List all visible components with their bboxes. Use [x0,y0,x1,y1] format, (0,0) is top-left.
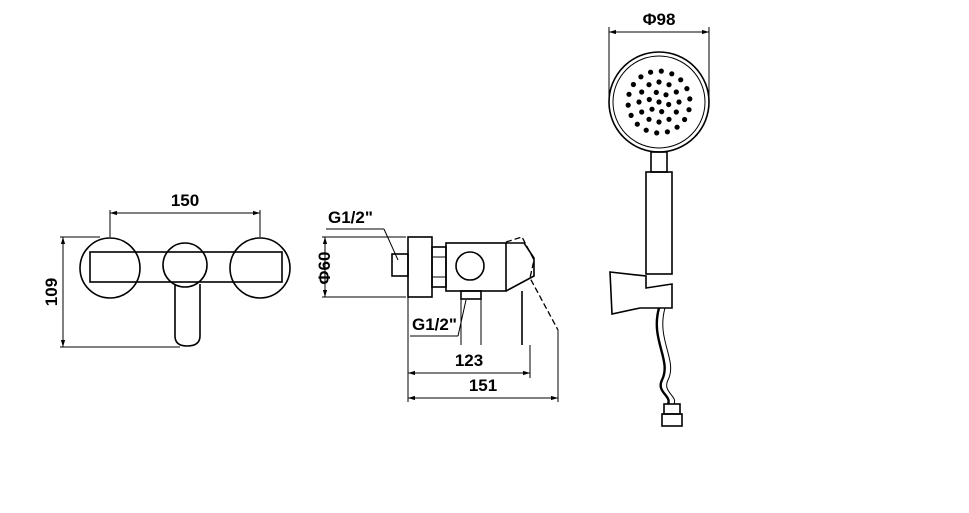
nozzle-dot [654,130,660,136]
nozzle-dot [682,116,688,123]
nozzle-dot [669,71,675,77]
shower-nozzles [625,68,693,136]
nozzle-dot [686,107,692,113]
nozzle-dot [673,89,679,95]
mixer-body [89,251,283,283]
label-outlet-thread: G1/2" [412,315,457,334]
dim-depth-151: 151 [469,376,497,395]
label-inlet-thread: G1/2" [328,208,373,227]
nozzle-dot [638,74,644,80]
nozzle-dot [658,68,664,74]
nozzle-dot [653,89,659,95]
nozzle-dot [664,129,671,135]
side-body [445,242,507,292]
wall-holder [609,271,673,315]
nozzle-dot [656,119,662,125]
side-cartridge [455,251,485,281]
nozzle-dot [626,91,632,97]
nozzle-dot [687,96,693,102]
handle-lever [174,284,201,347]
dim-front-width: 150 [171,191,199,210]
nozzle-dot [676,99,682,105]
nozzle-dot [625,102,631,108]
nozzle-dot [646,116,652,122]
connection-nut [431,246,447,288]
nozzle-dot [646,96,652,103]
shower-hose [655,307,670,405]
outlet-nut [460,290,482,300]
nozzle-dot [673,109,679,115]
nozzle-dot [666,101,672,108]
hose-nut [663,403,681,415]
nozzle-dot [666,116,672,122]
side-lever [505,242,535,292]
nozzle-dot [636,99,642,105]
right-escutcheon [229,237,291,299]
nozzle-dot [643,127,649,133]
nozzle-dot [639,109,645,115]
nozzle-dot [684,86,690,92]
nozzle-dot [674,124,680,130]
wall-plate [407,236,433,298]
hose-connector [661,413,683,427]
shower-handle [645,171,673,275]
lever-alt-position [505,236,559,331]
dim-depth-123: 123 [455,351,483,370]
nozzle-dot [666,82,672,88]
nozzle-dot [630,81,637,88]
nozzle-dot [646,82,652,88]
nozzle-dot [656,79,662,85]
head-neck [650,151,668,173]
nozzle-dot [663,92,669,98]
nozzle-dot [649,106,655,112]
dim-front-height: 109 [42,278,61,306]
dim-handshower-diameter: Φ98 [643,10,676,29]
nozzle-dot [648,69,654,75]
hand-shower: Φ98 [608,10,710,427]
nozzle-dot [656,99,662,105]
inlet-nipple [391,253,409,277]
nozzle-dot [659,109,665,115]
front-view: 150 109 [42,191,291,348]
side-view: G1/2" Φ60 G1/2" 123 151 [315,208,559,402]
nozzle-dot [639,89,645,95]
nozzle-dot [678,77,684,83]
handle-knob [162,242,208,288]
nozzle-dot [634,121,640,127]
left-escutcheon [79,237,141,299]
nozzle-dot [628,112,634,118]
